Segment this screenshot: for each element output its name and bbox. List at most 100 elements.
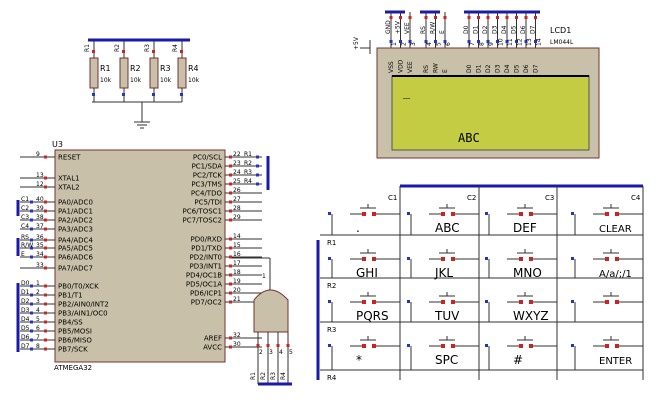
mcu-pin-marker	[229, 282, 232, 286]
lcd-body-pin-label: VEE	[407, 61, 414, 73]
lcd-pin-marker	[424, 40, 428, 43]
keypad-key[interactable]: CLEAR	[571, 204, 643, 235]
mcu-pin-marker	[229, 291, 232, 295]
lcd-pin-number: 11	[507, 38, 514, 46]
keypad-key-label: A/a/;/1	[599, 269, 632, 280]
keypad-key[interactable]: SPC	[407, 336, 479, 370]
mcu-pin-number: 27	[233, 196, 241, 203]
keypad-key[interactable]: GHI	[328, 249, 400, 280]
keypad-key[interactable]: ENTER	[571, 336, 643, 370]
mcu-pin-number: 39	[36, 205, 44, 212]
keypad-key-label: TUV	[434, 309, 460, 323]
switch-terminal	[615, 212, 619, 216]
switch-terminal	[519, 344, 523, 348]
mcu-pin-marker	[44, 255, 47, 259]
mcu-pin-name: AVCC	[203, 344, 222, 352]
ground-symbol	[134, 121, 150, 129]
keypad-key-label: JKL	[434, 266, 453, 280]
keypad-key[interactable]: ABC	[407, 204, 479, 235]
lcd-pin-marker	[515, 40, 518, 43]
lcd-pin-marker	[434, 40, 437, 43]
lcd-pin-marker	[477, 16, 480, 19]
lcd-pin-marker	[434, 16, 437, 19]
keypad-key[interactable]: PQRS	[328, 292, 400, 323]
mcu-net-marker	[30, 302, 33, 306]
mcu-pin-marker	[44, 176, 47, 180]
switch-marker	[407, 344, 410, 347]
gate-input-marker	[266, 344, 270, 347]
keypad-key[interactable]: *	[328, 336, 400, 370]
switch-marker	[571, 212, 574, 215]
switch-marker	[328, 212, 331, 215]
switch-terminal	[451, 257, 455, 261]
switch-marker	[485, 257, 488, 260]
mcu-pin-marker	[44, 302, 47, 306]
mcu-pin-name: PB1/T1	[58, 292, 83, 300]
lcd-pin-name: D1	[473, 25, 480, 34]
mcu-net-marker	[256, 155, 259, 159]
lcd-supply-label: +5V	[353, 36, 360, 50]
gate-input-pin: 5	[289, 349, 293, 356]
switch-terminal	[529, 344, 533, 348]
mcu-pin-name: PA6/ADC6	[58, 254, 93, 262]
keypad-key[interactable]: DEF	[485, 204, 557, 235]
mcu-pin-number: 30	[233, 341, 241, 348]
keypad-key[interactable]: #	[485, 336, 557, 370]
switch-terminal	[441, 212, 445, 216]
switch-marker	[328, 344, 331, 347]
switch-marker	[571, 257, 574, 260]
switch-terminal	[519, 300, 523, 304]
mcu-pin-name: PA4/ADC4	[58, 237, 93, 245]
mcu-net-marker	[30, 238, 33, 242]
lcd-pin-name: E	[439, 30, 446, 34]
keypad-key-label: PQRS	[356, 309, 389, 323]
lcd-pin-marker	[505, 40, 509, 43]
mcu-pin-marker	[44, 200, 47, 204]
mcu-net-marker	[256, 164, 259, 168]
mcu-net-marker	[30, 227, 33, 231]
keypad-key-label: MNO	[513, 266, 542, 280]
mcu-net-label: RS	[21, 234, 29, 241]
mcu-pin-name: PC6/TOSC1	[183, 208, 223, 216]
mcu-pin-name: PB2/AIN0/INT2	[58, 301, 109, 309]
keypad-key[interactable]: A/a/;/1	[571, 249, 643, 280]
keypad-key[interactable]: MNO	[485, 249, 557, 280]
keypad-row-label: R3	[327, 326, 336, 334]
switch-terminal	[519, 212, 523, 216]
mcu-pin-marker	[44, 227, 47, 231]
keypad-key[interactable]: WXYZ	[485, 292, 557, 323]
switch-marker	[407, 300, 410, 303]
mcu-pin-marker	[44, 311, 47, 315]
keypad-key[interactable]: JKL	[407, 249, 479, 280]
mcu-pin-name: PD6/ICP1	[190, 290, 222, 298]
lcd-pin-number: 10	[498, 38, 505, 46]
lcd-pin-number: 13	[526, 38, 533, 46]
keypad-key-label: ENTER	[599, 356, 632, 367]
lcd-pin-number: 6	[445, 42, 452, 46]
keypad-key-label: SPC	[435, 353, 458, 367]
lcd-pin-marker	[505, 16, 509, 19]
mcu-pin-number: 7	[36, 334, 40, 341]
keypad-key[interactable]: .	[328, 204, 400, 235]
mcu-net-label: C1	[21, 196, 29, 203]
mcu-pin-name: PB4/SS	[58, 319, 83, 327]
mcu-net-marker	[30, 246, 33, 250]
mcu-pin-marker	[229, 200, 232, 204]
mcu-pin-marker	[44, 246, 47, 250]
keypad-key[interactable]	[571, 292, 643, 322]
keypad-key[interactable]: TUV	[407, 292, 479, 323]
mcu-pin-number: 21	[233, 296, 241, 303]
mcu-net-marker	[30, 293, 33, 297]
mcu-pin-marker	[229, 173, 232, 177]
mcu-net-label: D3	[21, 307, 30, 314]
lcd-body-pin-label: E	[442, 69, 449, 73]
switch-marker	[571, 300, 574, 303]
resistor-label: R4	[188, 64, 199, 73]
switch-terminal	[372, 257, 376, 261]
mcu-net-marker	[256, 182, 259, 186]
mcu-pin-marker	[44, 155, 47, 159]
switch-terminal	[372, 212, 376, 216]
keypad-key-label: GHI	[356, 266, 378, 280]
resistor-pin-label: R3	[144, 44, 151, 52]
